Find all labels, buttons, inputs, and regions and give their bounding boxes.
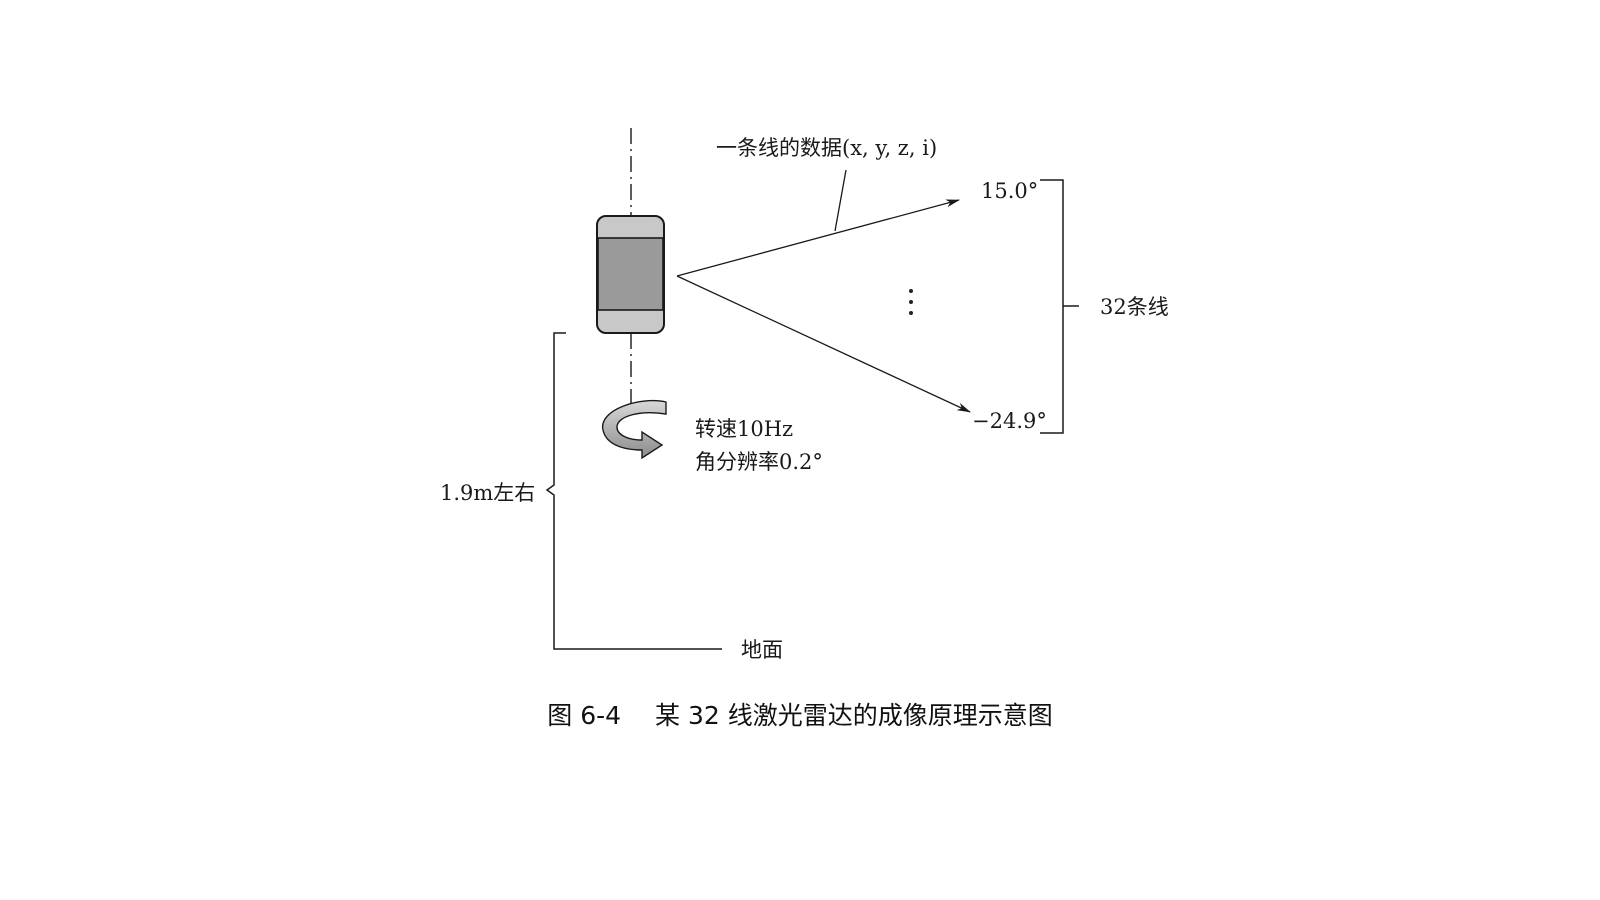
lines-count-bracket [1040, 179, 1079, 434]
line-data-leader [834, 169, 847, 232]
ellipsis-icon [907, 289, 915, 317]
height-label: 1.9m左右 [440, 481, 536, 505]
speed-label: 转速10Hz [695, 417, 794, 441]
figure-title: 某 32 线激光雷达的成像原理示意图 [655, 701, 1053, 730]
ground-label: 地面 [741, 638, 783, 662]
resolution-label: 角分辨率0.2° [695, 450, 823, 474]
lines-count-label: 32条线 [1100, 295, 1169, 319]
beam-top [676, 199, 960, 277]
figure-number: 图 6-4 [547, 701, 622, 730]
rotation-arrow-icon [602, 399, 667, 460]
beam-bottom [676, 275, 971, 413]
angle-top-label: 15.0° [981, 179, 1039, 203]
height-bracket [545, 332, 722, 650]
lidar-sensor-icon [596, 215, 665, 334]
figure-caption: 图 6-4 某 32 线激光雷达的成像原理示意图 [0, 696, 1600, 732]
line-data-label: 一条线的数据(x, y, z, i) [716, 136, 938, 160]
angle-bottom-label: −24.9° [972, 409, 1047, 433]
